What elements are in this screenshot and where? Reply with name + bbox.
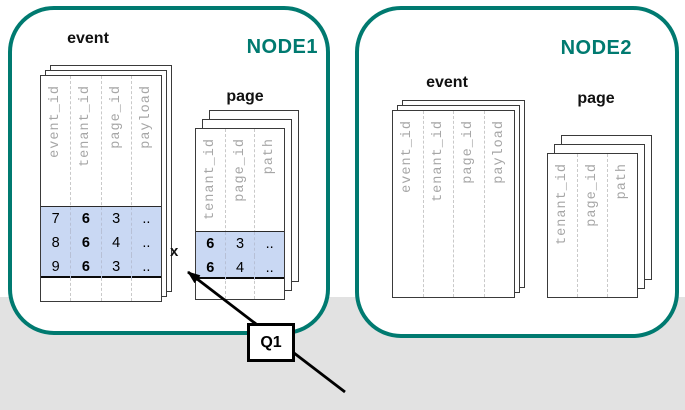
cell: 3: [226, 232, 256, 256]
table-column: page_id: [102, 76, 132, 301]
cell: 4: [102, 231, 132, 255]
column-header: tenant_id: [78, 85, 94, 167]
table-sheet: event_id tenant_id page_id payload: [392, 110, 515, 298]
node1-page-table: tenant_id page_id path 6 3 .. 6 4 ..: [195, 110, 299, 300]
node1-event-table-title: event: [67, 30, 109, 47]
node1-event-table: event_id tenant_id page_id payload 7 6 3…: [40, 65, 172, 302]
table-sheet: tenant_id page_id path 6 3 .. 6 4 ..: [195, 128, 285, 300]
join-marker: x: [170, 243, 179, 260]
cell-tenant-id: 6: [71, 255, 102, 279]
column-header: tenant_id: [555, 163, 570, 245]
table-column: page_id: [578, 154, 608, 297]
cell-tenant-id: 6: [196, 256, 226, 280]
highlighted-rows: 7 6 3 .. 8 6 4 .. 9 6 3: [41, 206, 161, 279]
table-column: page_id: [226, 129, 256, 299]
table-sheet: tenant_id page_id path: [547, 153, 638, 298]
column-header: payload: [138, 85, 154, 149]
table-row: 6 4 ..: [196, 256, 284, 280]
cell: 9: [41, 255, 72, 279]
table-row: 6 3 ..: [196, 232, 284, 256]
table-column: event_id: [41, 76, 72, 301]
cell: 3: [102, 207, 132, 231]
cell-tenant-id: 6: [71, 231, 102, 255]
column-area: tenant_id page_id path: [196, 129, 284, 299]
table-column: page_id: [454, 111, 485, 297]
table-column: payload: [485, 111, 515, 297]
node2-page-table: tenant_id page_id path: [547, 135, 652, 298]
table-sheet: event_id tenant_id page_id payload 7 6 3…: [40, 75, 162, 302]
node2-event-table-title: event: [426, 74, 468, 91]
cell-tenant-id: 6: [71, 207, 102, 231]
cell-tenant-id: 6: [196, 232, 226, 256]
column-header: tenant_id: [202, 138, 218, 220]
column-header: page_id: [461, 120, 477, 184]
column-header: page_id: [108, 85, 124, 149]
table-row: 7 6 3 ..: [41, 207, 161, 231]
cell: ..: [265, 260, 274, 276]
column-header: tenant_id: [430, 120, 446, 202]
column-header: path: [615, 163, 630, 200]
table-row: 9 6 3 ..: [41, 255, 161, 279]
table-column: tenant_id: [71, 76, 102, 301]
table-column: path: [608, 154, 637, 297]
node2-page-table-title: page: [577, 90, 615, 107]
column-header: page_id: [585, 163, 600, 227]
cell: ..: [265, 236, 274, 252]
cell: ..: [142, 259, 151, 275]
column-header: page_id: [232, 138, 248, 202]
table-column: event_id: [393, 111, 424, 297]
cell: ..: [142, 235, 151, 251]
column-header: path: [262, 138, 278, 175]
highlighted-rows: 6 3 .. 6 4 ..: [196, 231, 284, 280]
cell: 8: [41, 231, 72, 255]
node1-label: NODE1: [246, 36, 318, 58]
node2-container: NODE2 event event_id tenant_id page_id p…: [355, 6, 679, 338]
table-column: tenant_id: [196, 129, 226, 299]
cell: 4: [226, 256, 256, 280]
cell: 7: [41, 207, 72, 231]
cell: ..: [142, 211, 151, 227]
column-area: event_id tenant_id page_id payload: [393, 111, 514, 297]
column-area: event_id tenant_id page_id payload: [41, 76, 161, 301]
cell: 3: [102, 255, 132, 279]
node2-event-table: event_id tenant_id page_id payload: [392, 100, 525, 298]
node1-container: NODE1 event event_id tenant_id page_id p…: [8, 6, 330, 335]
query-label: Q1: [247, 323, 295, 362]
node1-page-table-title: page: [226, 88, 264, 105]
column-header: payload: [491, 120, 507, 184]
column-header: event_id: [48, 85, 64, 158]
column-area: tenant_id page_id path: [548, 154, 637, 297]
table-row: 8 6 4 ..: [41, 231, 161, 255]
column-header: event_id: [400, 120, 416, 193]
table-column: tenant_id: [424, 111, 454, 297]
node2-label: NODE2: [560, 37, 632, 59]
table-column: tenant_id: [548, 154, 578, 297]
